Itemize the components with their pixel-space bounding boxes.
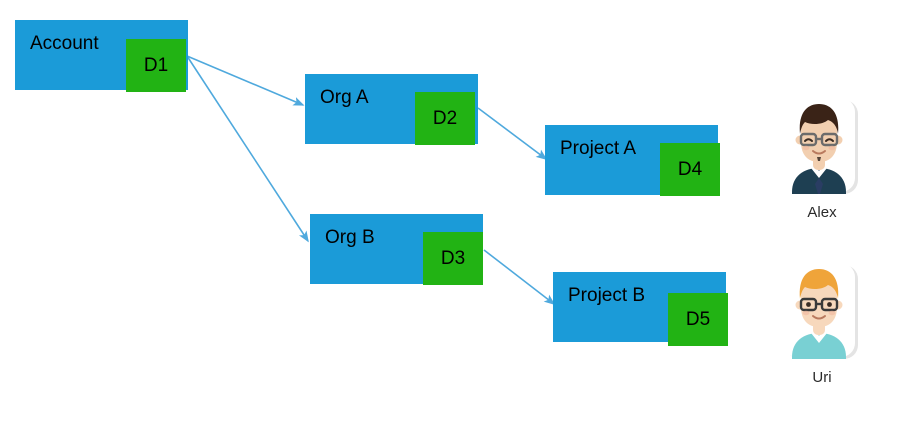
node-project-b[interactable]: Project B D5	[553, 272, 728, 346]
node-org-b[interactable]: Org B D3	[310, 214, 483, 285]
node-project-a-badge[interactable]: D4	[660, 143, 720, 196]
arrow-account-to-org-b	[186, 55, 309, 243]
node-account-label: Account	[30, 33, 99, 54]
node-project-b-badge[interactable]: D5	[668, 293, 728, 346]
node-org-a-badge-label: D2	[432, 107, 458, 129]
arrow-org-a-to-project-a	[477, 107, 548, 160]
arrow-account-to-org-a	[186, 55, 305, 106]
node-org-b-label: Org B	[325, 227, 375, 248]
avatar-uri-icon	[780, 263, 864, 361]
node-project-a-badge-label: D4	[677, 158, 703, 180]
node-account-badge-label: D1	[143, 54, 169, 76]
node-org-b-badge-label: D3	[440, 247, 466, 269]
avatar-alex-icon	[780, 98, 864, 196]
node-org-a-label: Org A	[320, 87, 369, 108]
node-account[interactable]: Account D1	[15, 20, 188, 92]
node-project-a-label: Project A	[560, 138, 637, 159]
node-account-badge[interactable]: D1	[126, 39, 186, 92]
node-org-a[interactable]: Org A D2	[305, 74, 478, 145]
person-uri-name: Uri	[812, 369, 832, 386]
node-project-a[interactable]: Project A D4	[545, 125, 720, 196]
person-uri[interactable]: Uri	[772, 263, 872, 387]
node-org-a-badge[interactable]: D2	[415, 92, 475, 145]
node-project-b-label: Project B	[568, 285, 646, 306]
node-project-b-badge-label: D5	[685, 308, 711, 330]
person-alex[interactable]: Alex	[772, 98, 872, 222]
person-alex-name: Alex	[807, 204, 837, 221]
arrow-org-b-to-project-b	[483, 249, 556, 305]
node-org-b-badge[interactable]: D3	[423, 232, 483, 285]
